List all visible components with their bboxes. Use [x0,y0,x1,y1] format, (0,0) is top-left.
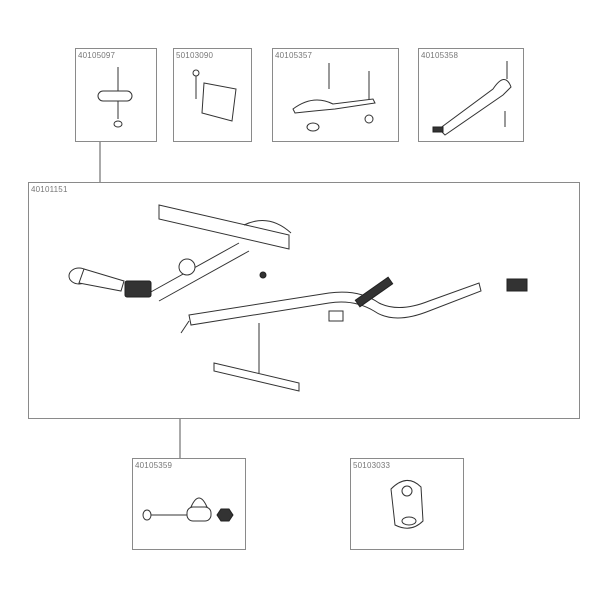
part-box-40105097[interactable]: 40105097 [75,48,157,142]
pin-drawing [97,67,133,128]
frame-assembly-drawing [68,204,528,392]
part-box-40105357[interactable]: 40105357 [272,48,399,142]
part-number: 40101151 [31,185,68,194]
strap-drawing [292,63,376,132]
part-number: 40105359 [135,461,173,470]
tag-drawing [192,69,237,122]
part-number: 40105357 [275,51,313,60]
d-ring-drawing [142,497,234,522]
part-number: 40105358 [421,51,459,60]
bracket-drawing [390,480,424,529]
strap-drawing [432,61,512,136]
part-number: 50103033 [353,461,391,470]
part-box-50103033[interactable]: 50103033 [350,458,464,550]
part-box-40105358[interactable]: 40105358 [418,48,524,142]
part-number: 50103090 [176,51,214,60]
part-box-40101151[interactable]: 40101151 [28,182,580,419]
part-box-40105359[interactable]: 40105359 [132,458,246,550]
part-box-50103090[interactable]: 50103090 [173,48,252,142]
part-number: 40105097 [78,51,116,60]
